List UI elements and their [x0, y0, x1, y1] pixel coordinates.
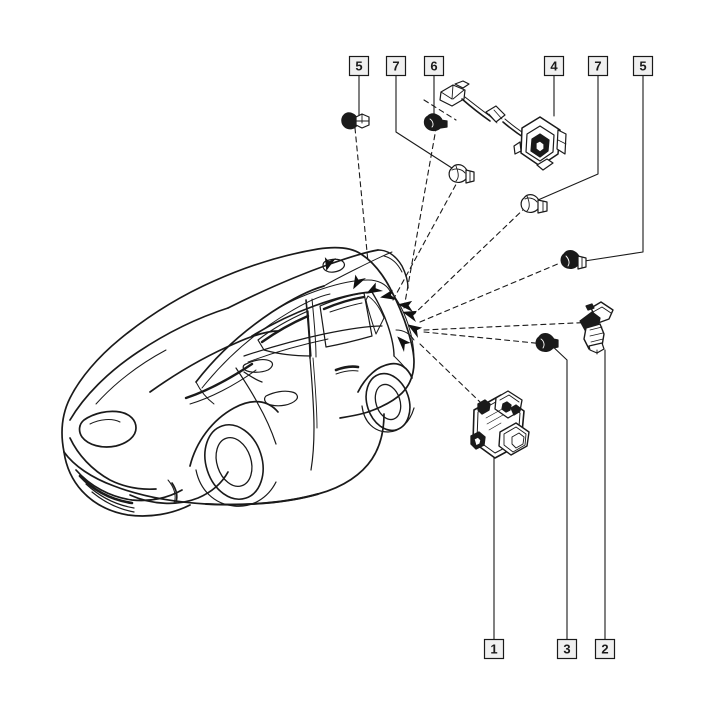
- leader-to-fastener-5-left: [354, 127, 369, 263]
- leader-clip-6-to-harness: [423, 99, 457, 121]
- callout-label: 7: [594, 58, 601, 73]
- part-control-module-1: [470, 390, 530, 459]
- callout-label: 2: [601, 641, 608, 656]
- part-fastener-5-right: [560, 250, 587, 270]
- callout-label: 5: [355, 58, 362, 73]
- part-bolt-7-right: [520, 194, 548, 214]
- car-illustration: [61, 246, 415, 517]
- dashed-leader-lines: [354, 99, 597, 403]
- leader-to-clip-6: [403, 122, 438, 309]
- callout-boxes: 5 7 6 4 7 5: [348, 55, 654, 660]
- callout-4[interactable]: 4: [543, 55, 565, 77]
- callout-3[interactable]: 3: [556, 638, 578, 660]
- callout-7-left[interactable]: 7: [385, 55, 407, 77]
- leader-to-fastener-5-right: [419, 262, 561, 323]
- callout-1[interactable]: 1: [483, 638, 505, 660]
- callout-label: 4: [550, 58, 558, 73]
- leader-to-bolt-3: [423, 331, 546, 345]
- callout-6[interactable]: 6: [423, 55, 445, 77]
- callout-label: 7: [392, 58, 399, 73]
- callout-2[interactable]: 2: [594, 638, 616, 660]
- callout-label: 3: [563, 641, 570, 656]
- part-fastener-5-left: [341, 112, 370, 130]
- stem-5-right: [577, 75, 644, 263]
- callout-5-left[interactable]: 5: [348, 55, 370, 77]
- callout-label: 1: [490, 641, 497, 656]
- callout-5-right[interactable]: 5: [632, 55, 654, 77]
- stem-7-right: [537, 75, 599, 201]
- callout-leader-stems: [358, 75, 644, 640]
- leader-to-bolt-7-left: [392, 176, 461, 301]
- callout-7-right[interactable]: 7: [587, 55, 609, 77]
- leader-to-sensor-2: [423, 321, 597, 331]
- part-bolt-7-left: [448, 164, 475, 184]
- stem-7-left: [395, 75, 456, 171]
- callout-label: 6: [430, 58, 437, 73]
- part-bolt-3: [535, 333, 559, 352]
- leader-to-camera-4: [411, 204, 529, 317]
- part-camera-harness-4: [439, 80, 567, 171]
- leader-to-module-1: [419, 343, 481, 403]
- part-clip-6: [423, 113, 448, 132]
- leader-arrowheads: [324, 257, 423, 352]
- stem-3: [548, 342, 568, 640]
- callout-label: 5: [639, 58, 646, 73]
- part-angled-sensor-2: [579, 301, 614, 355]
